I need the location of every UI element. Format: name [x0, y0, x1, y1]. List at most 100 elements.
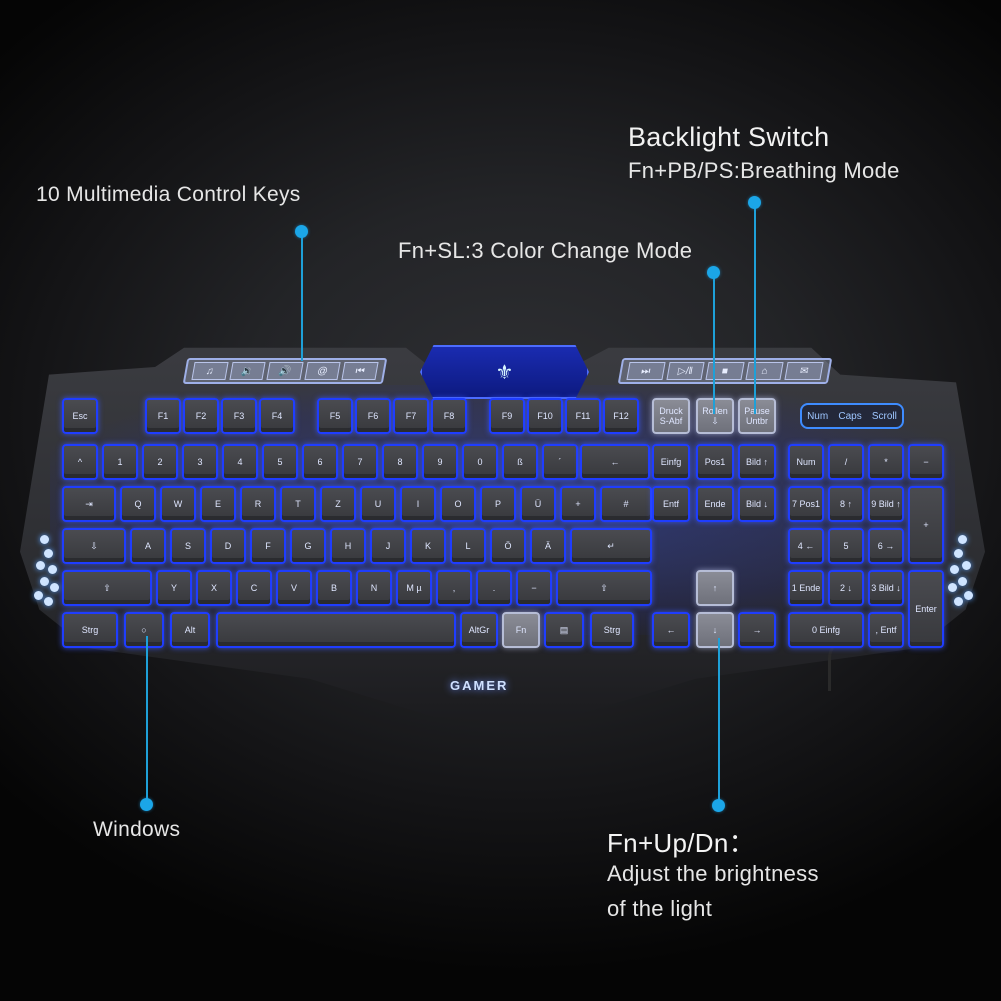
key[interactable]: Bild ↑: [738, 444, 776, 480]
key[interactable]: X: [196, 570, 232, 606]
key[interactable]: V: [276, 570, 312, 606]
key[interactable]: −: [908, 444, 944, 480]
key[interactable]: Rollen ⇩: [696, 398, 734, 434]
key[interactable]: 9 Bild ↑: [868, 486, 904, 522]
key[interactable]: F4: [259, 398, 295, 434]
key[interactable]: →: [738, 612, 776, 648]
key[interactable]: ▤: [544, 612, 584, 648]
key[interactable]: D: [210, 528, 246, 564]
key[interactable]: F2: [183, 398, 219, 434]
music-key[interactable]: ♫: [191, 362, 229, 380]
key[interactable]: Ä: [530, 528, 566, 564]
key[interactable]: ↵: [570, 528, 652, 564]
key[interactable]: 1 Ende: [788, 570, 824, 606]
key[interactable]: ○: [124, 612, 164, 648]
key[interactable]: 6: [302, 444, 338, 480]
key[interactable]: Pause Untbr: [738, 398, 776, 434]
key[interactable]: C: [236, 570, 272, 606]
key[interactable]: 5: [262, 444, 298, 480]
mail-key[interactable]: ✉: [784, 362, 824, 380]
key[interactable]: A: [130, 528, 166, 564]
browser-key[interactable]: @: [304, 362, 341, 380]
play-pause-key[interactable]: ▷/‖: [666, 362, 705, 380]
key[interactable]: *: [868, 444, 904, 480]
key[interactable]: −: [516, 570, 552, 606]
key[interactable]: Bild ↓: [738, 486, 776, 522]
key[interactable]: F9: [489, 398, 525, 434]
key[interactable]: Pos1: [696, 444, 734, 480]
key[interactable]: ´: [542, 444, 578, 480]
key[interactable]: Y: [156, 570, 192, 606]
key[interactable]: B: [316, 570, 352, 606]
key[interactable]: /: [828, 444, 864, 480]
home-key[interactable]: ⌂: [745, 362, 784, 380]
key[interactable]: Ende: [696, 486, 734, 522]
key[interactable]: 6 →: [868, 528, 904, 564]
key[interactable]: S: [170, 528, 206, 564]
key[interactable]: .: [476, 570, 512, 606]
key[interactable]: ^: [62, 444, 98, 480]
key[interactable]: 7 Pos1: [788, 486, 824, 522]
key[interactable]: 8: [382, 444, 418, 480]
key[interactable]: ↑: [696, 570, 734, 606]
key[interactable]: 1: [102, 444, 138, 480]
key[interactable]: Q: [120, 486, 156, 522]
key[interactable]: #: [600, 486, 652, 522]
key[interactable]: F7: [393, 398, 429, 434]
key[interactable]: 7: [342, 444, 378, 480]
key[interactable]: ß: [502, 444, 538, 480]
key[interactable]: Num: [788, 444, 824, 480]
key[interactable]: W: [160, 486, 196, 522]
key[interactable]: Esc: [62, 398, 98, 434]
key[interactable]: ←: [652, 612, 690, 648]
key[interactable]: 8 ↑: [828, 486, 864, 522]
key[interactable]: Ö: [490, 528, 526, 564]
key[interactable]: [216, 612, 456, 648]
key[interactable]: Einfg: [652, 444, 690, 480]
key[interactable]: H: [330, 528, 366, 564]
key[interactable]: Z: [320, 486, 356, 522]
key[interactable]: ⇧: [62, 570, 152, 606]
key[interactable]: P: [480, 486, 516, 522]
key[interactable]: Ü: [520, 486, 556, 522]
next-track-key[interactable]: ⏭: [626, 362, 666, 380]
key[interactable]: 2 ↓: [828, 570, 864, 606]
key[interactable]: K: [410, 528, 446, 564]
key[interactable]: F5: [317, 398, 353, 434]
key[interactable]: F6: [355, 398, 391, 434]
key[interactable]: F: [250, 528, 286, 564]
key[interactable]: ⇧: [556, 570, 652, 606]
key[interactable]: F12: [603, 398, 639, 434]
key[interactable]: J: [370, 528, 406, 564]
key[interactable]: AltGr: [460, 612, 498, 648]
key[interactable]: 4: [222, 444, 258, 480]
key[interactable]: N: [356, 570, 392, 606]
key[interactable]: 5: [828, 528, 864, 564]
key[interactable]: L: [450, 528, 486, 564]
volume-up-key[interactable]: 🔊: [266, 362, 304, 380]
key[interactable]: ⇩: [62, 528, 126, 564]
key[interactable]: 3: [182, 444, 218, 480]
key[interactable]: 2: [142, 444, 178, 480]
key[interactable]: Druck S-Abf: [652, 398, 690, 434]
key[interactable]: 0: [462, 444, 498, 480]
key[interactable]: ,: [436, 570, 472, 606]
key[interactable]: O: [440, 486, 476, 522]
key[interactable]: F1: [145, 398, 181, 434]
key[interactable]: I: [400, 486, 436, 522]
key[interactable]: Entf: [652, 486, 690, 522]
volume-down-key[interactable]: 🔉: [229, 362, 266, 380]
key[interactable]: 0 Einfg: [788, 612, 864, 648]
key[interactable]: 4 ←: [788, 528, 824, 564]
key[interactable]: F10: [527, 398, 563, 434]
key[interactable]: F11: [565, 398, 601, 434]
key[interactable]: Alt: [170, 612, 210, 648]
key[interactable]: +: [908, 486, 944, 564]
key[interactable]: F3: [221, 398, 257, 434]
key[interactable]: ←: [580, 444, 650, 480]
key[interactable]: 3 Bild ↓: [868, 570, 904, 606]
key[interactable]: Strg: [62, 612, 118, 648]
key[interactable]: E: [200, 486, 236, 522]
key[interactable]: Strg: [590, 612, 634, 648]
key[interactable]: M µ: [396, 570, 432, 606]
